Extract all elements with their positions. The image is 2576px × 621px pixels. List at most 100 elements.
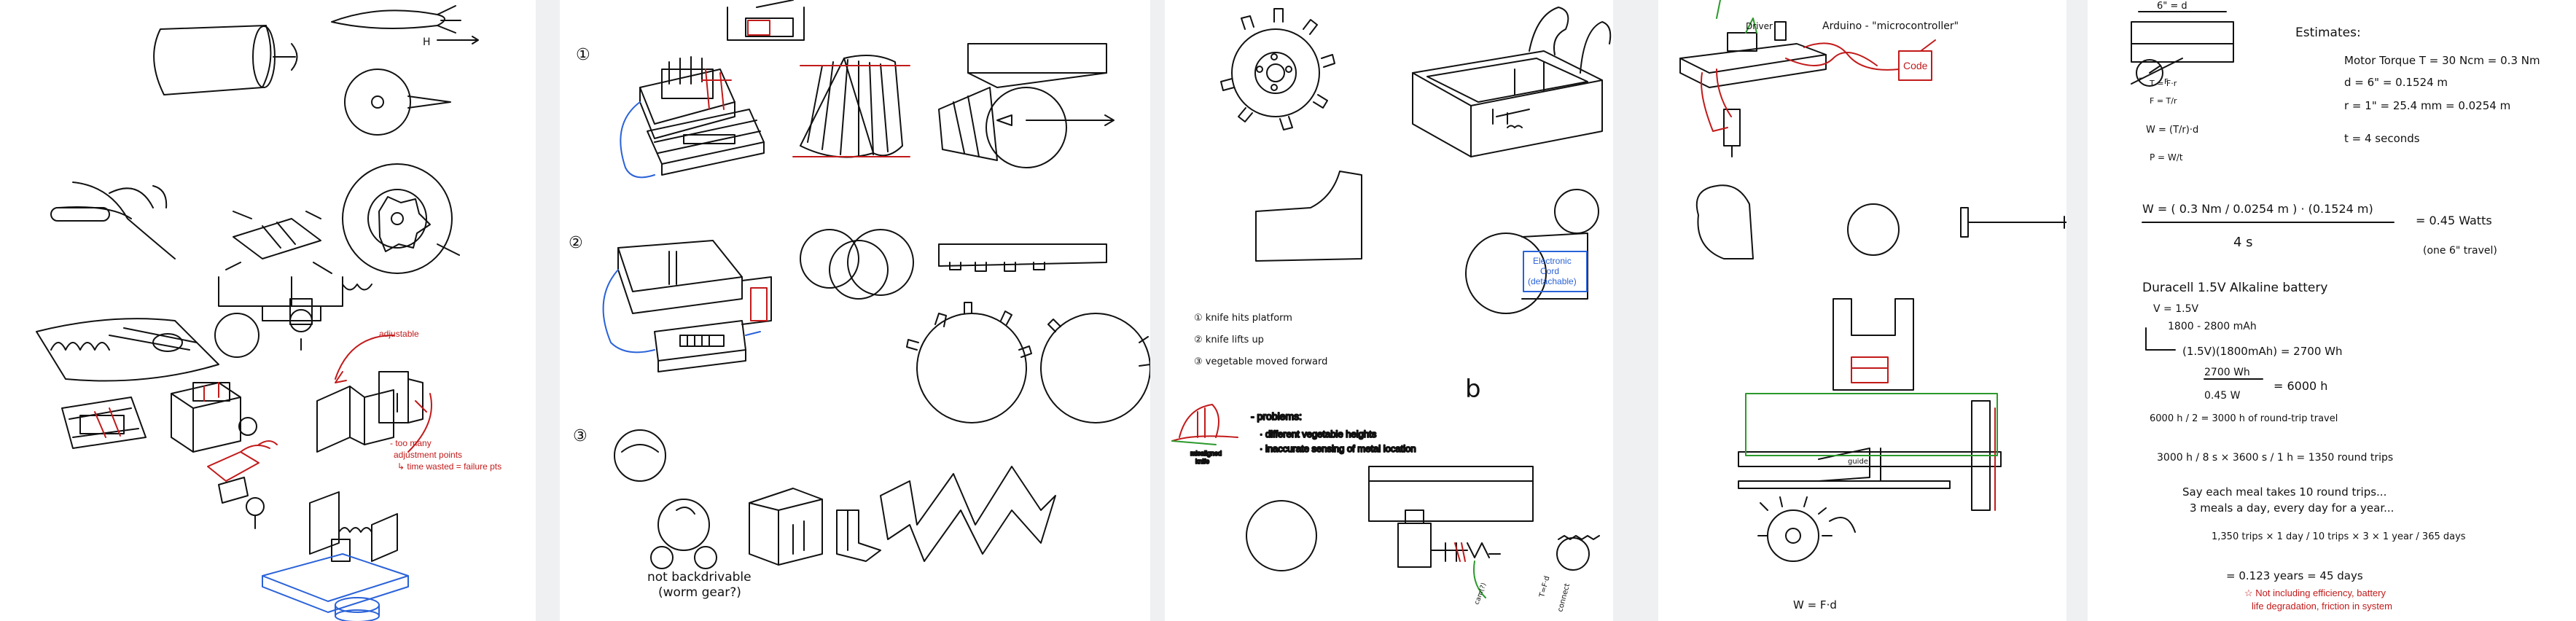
energy-calc: (1.5V)(1800mAh) = 2700 Wh — [2182, 345, 2342, 358]
diagram-r-label: r — [2139, 76, 2142, 84]
toothed-wheel-2-sketch — [1040, 313, 1150, 423]
small-part-sketch — [218, 477, 265, 529]
note-line-3: ↳ time wasted = failure pts — [397, 461, 501, 472]
overlap-circles-sketch — [800, 229, 914, 300]
arduino-label: Arduino - "microcontroller" — [1822, 20, 1959, 32]
round-trips: 3000 h / 8 s × 3600 s / 1 h = 1350 round… — [2157, 452, 2393, 464]
electronic-label-1: Electronic — [1533, 256, 1572, 266]
circle-sketch — [214, 313, 259, 358]
battery-capacity: 1800 - 2800 mAh — [2168, 321, 2257, 332]
slicer-machine-1-sketch — [639, 56, 765, 176]
ball-sketch — [614, 429, 666, 482]
assumption-2: 3 meals a day, every day for a year... — [2190, 501, 2394, 515]
sketch-page-4: Code Driver Arduino - "microcontroller" … — [1658, 0, 2066, 621]
knife-step-2: ② knife lifts up — [1194, 335, 1264, 345]
stand-red-marks — [94, 407, 121, 438]
work-denominator: 4 s — [2233, 235, 2253, 250]
green-rail — [1745, 393, 1998, 456]
robot-sketch — [650, 499, 717, 569]
sketch-page-1: H — [0, 0, 536, 621]
letter-b: b — [1465, 375, 1481, 404]
tiny-label-3: cam(?) — [1473, 582, 1488, 606]
round-trip-hours: 6000 h / 2 = 3000 h of round-trip travel — [2150, 413, 2338, 424]
knife-step-1: ① knife hits platform — [1194, 313, 1292, 324]
spool-red — [203, 382, 219, 402]
peeler-sketch — [50, 181, 176, 259]
worm-note-1: not backdrivable — [647, 570, 752, 585]
carrot-sketch: H — [331, 5, 479, 48]
blade-shape-sketch — [1255, 171, 1362, 262]
work-result: = 0.45 Watts — [2416, 214, 2492, 227]
step-1-label: ① — [576, 46, 590, 64]
calculation-page: 6" = d r F Estimates: Motor Torque T = 3… — [2088, 0, 2576, 621]
estimates-heading: Estimates: — [2295, 26, 2361, 40]
misaligned-label: misaligned — [1190, 450, 1222, 457]
assumption-1: Say each meal takes 10 round trips... — [2182, 485, 2386, 499]
battery-heading: Duracell 1.5V Alkaline battery — [2142, 281, 2327, 295]
sketch-page-3: Electronic Cord (detachable) ① knife hit… — [1165, 0, 1613, 621]
slicer-machine-2-sketch — [617, 240, 772, 372]
radius-value: r = 1" = 25.4 mm = 0.0254 m — [2344, 99, 2510, 112]
years-result: = 0.123 years = 45 days — [2226, 569, 2363, 582]
blob-sketch — [1695, 184, 1754, 259]
electronic-cord-box: Electronic Cord (detachable) — [1523, 251, 1588, 292]
block-sketch — [749, 488, 823, 566]
top-box-sketch — [727, 0, 805, 41]
bracket-sketch — [836, 509, 881, 562]
step-2-label: ② — [569, 234, 583, 252]
red-wires — [1701, 39, 1936, 132]
press-mechanism-sketch — [218, 211, 372, 351]
cylinder-sketch — [153, 25, 298, 95]
formula-torque: T = F·r — [2149, 79, 2177, 88]
worm-note-2: (worm gear?) — [658, 585, 741, 600]
warning-line-1: ☆ Not including efficiency, battery — [2244, 587, 2386, 598]
diagram-f-label: F — [2164, 78, 2169, 86]
hours-numerator: 2700 Wh — [2204, 367, 2250, 378]
rail-diagram: 6" = d r F — [2131, 1, 2234, 87]
note-line-1: - too many — [390, 438, 432, 448]
code-label: Code — [1903, 60, 1928, 71]
red-assembly-sketch — [207, 440, 278, 482]
motor-frame-sketch — [1368, 466, 1600, 571]
driver-label: Driver — [1746, 21, 1773, 31]
diagram-d-label: 6" = d — [2157, 1, 2187, 12]
blue-cable-1 — [620, 101, 655, 179]
knife-step-3: ③ vegetable moved forward — [1194, 356, 1327, 367]
cutting-box-sketch — [1412, 7, 1612, 157]
problem-2: · inaccurate sensing of metal location — [1260, 443, 1416, 454]
spool-box-sketch — [171, 382, 257, 453]
tiny-label-1: T=F·d — [1538, 575, 1552, 599]
adjustable-label: adjustable — [379, 329, 419, 339]
battery-voltage: V = 1.5V — [2153, 303, 2198, 315]
handle-sketch — [1960, 207, 2066, 238]
circle-sketch-2 — [1246, 500, 1317, 571]
work-formula: W = F·d — [1793, 598, 1837, 612]
guide-label: guide — [1848, 458, 1868, 466]
bag-spring-sketch — [36, 318, 219, 382]
step-3-label: ③ — [573, 427, 588, 445]
formula-power: P = W/t — [2150, 152, 2183, 163]
note-line-2: adjustment points — [394, 450, 462, 460]
knife-label: knife — [1195, 458, 1209, 465]
adjustable-annotation: adjustable - too many adjustment points … — [335, 329, 501, 472]
distance-value: d = 6" = 0.1524 m — [2344, 76, 2448, 89]
warning-line-2: life degradation, friction in system — [2252, 601, 2392, 612]
electronic-label-2: Cord — [1540, 266, 1559, 276]
disc-blade-sketch — [344, 69, 451, 136]
adjustable-clamp-sketch — [316, 371, 424, 453]
guide-frame-sketch — [1738, 298, 2002, 562]
time-value: t = 4 seconds — [2344, 132, 2420, 145]
sketch-page-2: ① ② ③ — [560, 0, 1150, 621]
tiny-label-2: connect — [1556, 582, 1572, 612]
formula-force: F = T/r — [2150, 96, 2177, 106]
work-numerator: W = ( 0.3 Nm / 0.0254 m ) · (0.1524 m) — [2142, 202, 2373, 216]
green-annotation — [1473, 561, 1486, 598]
toothed-wheel-1-sketch — [906, 302, 1032, 423]
cone-blade-sketch — [800, 55, 903, 158]
arrow-label: H — [423, 36, 431, 48]
vice-sketch — [309, 491, 398, 562]
gear-disc-sketch — [342, 163, 460, 274]
blue-base-sketch — [262, 553, 409, 621]
hours-denominator: 0.45 W — [2204, 390, 2241, 402]
circle-sketch-3 — [1847, 203, 1900, 256]
